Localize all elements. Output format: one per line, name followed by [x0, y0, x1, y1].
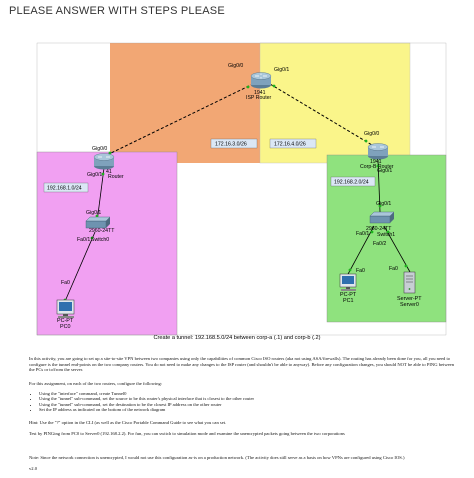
- list-item: Using the "interface" command, create Tu…: [39, 391, 454, 397]
- isp-router-icon[interactable]: [250, 72, 272, 89]
- server0-type: Server-PT: [397, 296, 422, 302]
- server0-port: Fa0: [389, 266, 398, 272]
- assignment-section: For this assignment, on each of the two …: [29, 381, 454, 413]
- corp-a-router-model: 41: [106, 169, 112, 175]
- corp-b-router-name: Corp-B Router: [360, 164, 394, 170]
- link-switch-pc0: [62, 231, 96, 307]
- link-switch-pc1: [346, 225, 375, 277]
- pc1-icon[interactable]: [339, 273, 357, 291]
- corp-a-lan-box: [43, 182, 89, 193]
- switch-b-model: 2960-24TT: [366, 226, 392, 232]
- switch-b-name: Switch1: [377, 232, 395, 238]
- note-text: Note: Since the network connection is un…: [29, 455, 405, 460]
- switch-a-down-port: Fa0/1: [77, 237, 90, 243]
- list-item: Using the "tunnel" sub-command, set the …: [39, 402, 454, 408]
- intro-text: In this activity, you are going to set u…: [29, 356, 455, 373]
- isp-router-name: ISP Router: [246, 95, 272, 101]
- note-paragraph: Note: Since the network connection is un…: [29, 455, 454, 461]
- list-item: Using the "tunnel" sub-command, set the …: [39, 396, 454, 402]
- server0-name: Server0: [400, 302, 419, 308]
- switch-a-icon[interactable]: [85, 216, 111, 229]
- corp-b-router-model: 1941: [370, 159, 382, 165]
- isp-right-port-label: Gig0/1: [274, 67, 289, 73]
- version-text: v2.0: [29, 466, 38, 471]
- corp-b-lan: 192.168.2.0/24: [334, 180, 369, 186]
- link-switch-server: [383, 225, 411, 273]
- isp-left-port-label: Gig0/0: [228, 63, 243, 69]
- pc0-icon[interactable]: [56, 299, 75, 318]
- corp-b-up-port: Gig0/0: [364, 131, 379, 137]
- switch-b-port1: Fa0/1: [356, 231, 369, 237]
- link-b-subnet: 172.16.4.0/26: [274, 142, 306, 148]
- switch-b-icon[interactable]: [369, 211, 395, 224]
- pc1-type: PC-PT: [340, 292, 357, 298]
- link-corp-a-switch: [96, 167, 105, 223]
- pc1-port: Fa0: [356, 268, 365, 274]
- test-text: Test by PINGing from PC0 to Server0 (192…: [29, 431, 345, 436]
- switch-b-up-port: Gig0/1: [376, 201, 391, 207]
- server0-icon[interactable]: [403, 271, 416, 294]
- steps-list: Using the "interface" command, create Tu…: [29, 391, 454, 413]
- switch-b-port2: Fa0/2: [373, 241, 386, 247]
- isp-router-model: 1941: [254, 90, 266, 96]
- subnet-box-a: [210, 138, 258, 149]
- corp-a-lan: 192.168.1.0/24: [47, 186, 82, 192]
- diagram-caption: Create a tunnel: 192.168.5.0/24 between …: [153, 335, 321, 341]
- test-paragraph: Test by PINGing from PC0 to Server0 (192…: [29, 431, 454, 437]
- link-corp-a-isp: [106, 83, 254, 156]
- list-item: Set the IP address as indicated on the b…: [39, 407, 454, 413]
- corp-b-router-icon[interactable]: [367, 143, 389, 160]
- pc0-name: PC0: [60, 324, 71, 330]
- version-paragraph: v2.0: [29, 466, 454, 472]
- corp-b-lan-box: [330, 176, 376, 187]
- link-a-subnet: 172.16.3.0/26: [215, 142, 247, 148]
- assignment-lead: For this assignment, on each of the two …: [29, 381, 163, 386]
- diagram-frame: [36, 42, 447, 336]
- pc0-port: Fa0: [61, 280, 70, 286]
- network-diagram: Gig0/0 Gig0/1 1941 ISP Router 172.16.3.0…: [36, 42, 447, 336]
- corp-a-down-port: Gig0/1: [87, 172, 102, 178]
- corp-a-router-name: Router: [108, 174, 124, 180]
- link-corp-b-switch: [377, 159, 381, 213]
- switch-a-model: 2960-24TT: [89, 228, 115, 234]
- pc1-name: PC1: [343, 298, 354, 304]
- subnet-box-b: [269, 138, 317, 149]
- intro-paragraph: In this activity, you are going to set u…: [29, 356, 454, 373]
- hint-text: Hint: Use the "?" option in the CLI (as …: [29, 420, 227, 425]
- page-title: PLEASE ANSWER WITH STEPS PLEASE: [9, 5, 225, 17]
- corp-b-down-port: Gig0/1: [377, 168, 392, 174]
- hint-paragraph: Hint: Use the "?" option in the CLI (as …: [29, 420, 454, 426]
- switch-a-up-port: Gig0/1: [86, 210, 101, 216]
- pc0-type: PC-PT: [57, 318, 74, 324]
- switch-a-name: Switch0: [91, 237, 109, 243]
- corp-a-router-icon[interactable]: [93, 153, 115, 170]
- corp-a-up-port: Gig0/0: [92, 146, 107, 152]
